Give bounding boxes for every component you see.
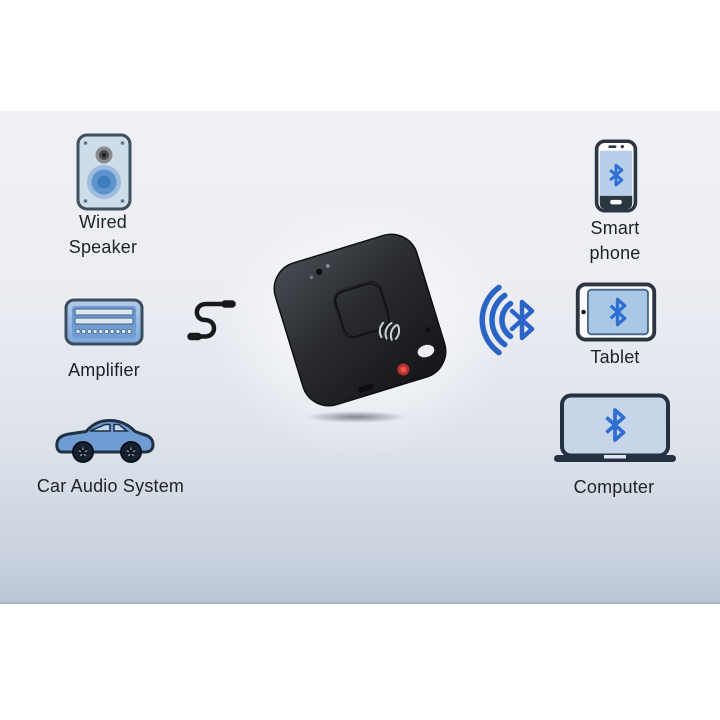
usb-port [358,383,375,393]
amplifier-label: Amplifier [68,360,140,380]
wired-speaker-icon [76,133,132,211]
car-icon [53,410,157,470]
car-audio-system-label: Car Audio System [36,476,185,496]
tablet-icon [575,282,657,342]
wired-speaker-label: Wired Speaker [68,212,138,257]
amplifier-icon [64,298,144,346]
device-shadow [306,411,406,423]
computer-label: Computer [573,477,655,497]
smartphone-icon [594,139,638,213]
laptop-icon [552,393,678,467]
aux-port [417,344,435,358]
pairing-button [332,280,391,339]
smartphone-label: Smart phone [589,218,641,263]
led-indicators [309,264,330,280]
bluetooth-icon [605,408,626,442]
aux-cable-icon [187,296,237,344]
nfc-icon [378,321,401,341]
bluetooth-receiver-device [250,210,470,430]
bluetooth-signal-icon [458,284,548,356]
bluetooth-icon [609,163,624,187]
tablet-label: Tablet [590,347,640,367]
bluetooth-icon [609,297,627,327]
